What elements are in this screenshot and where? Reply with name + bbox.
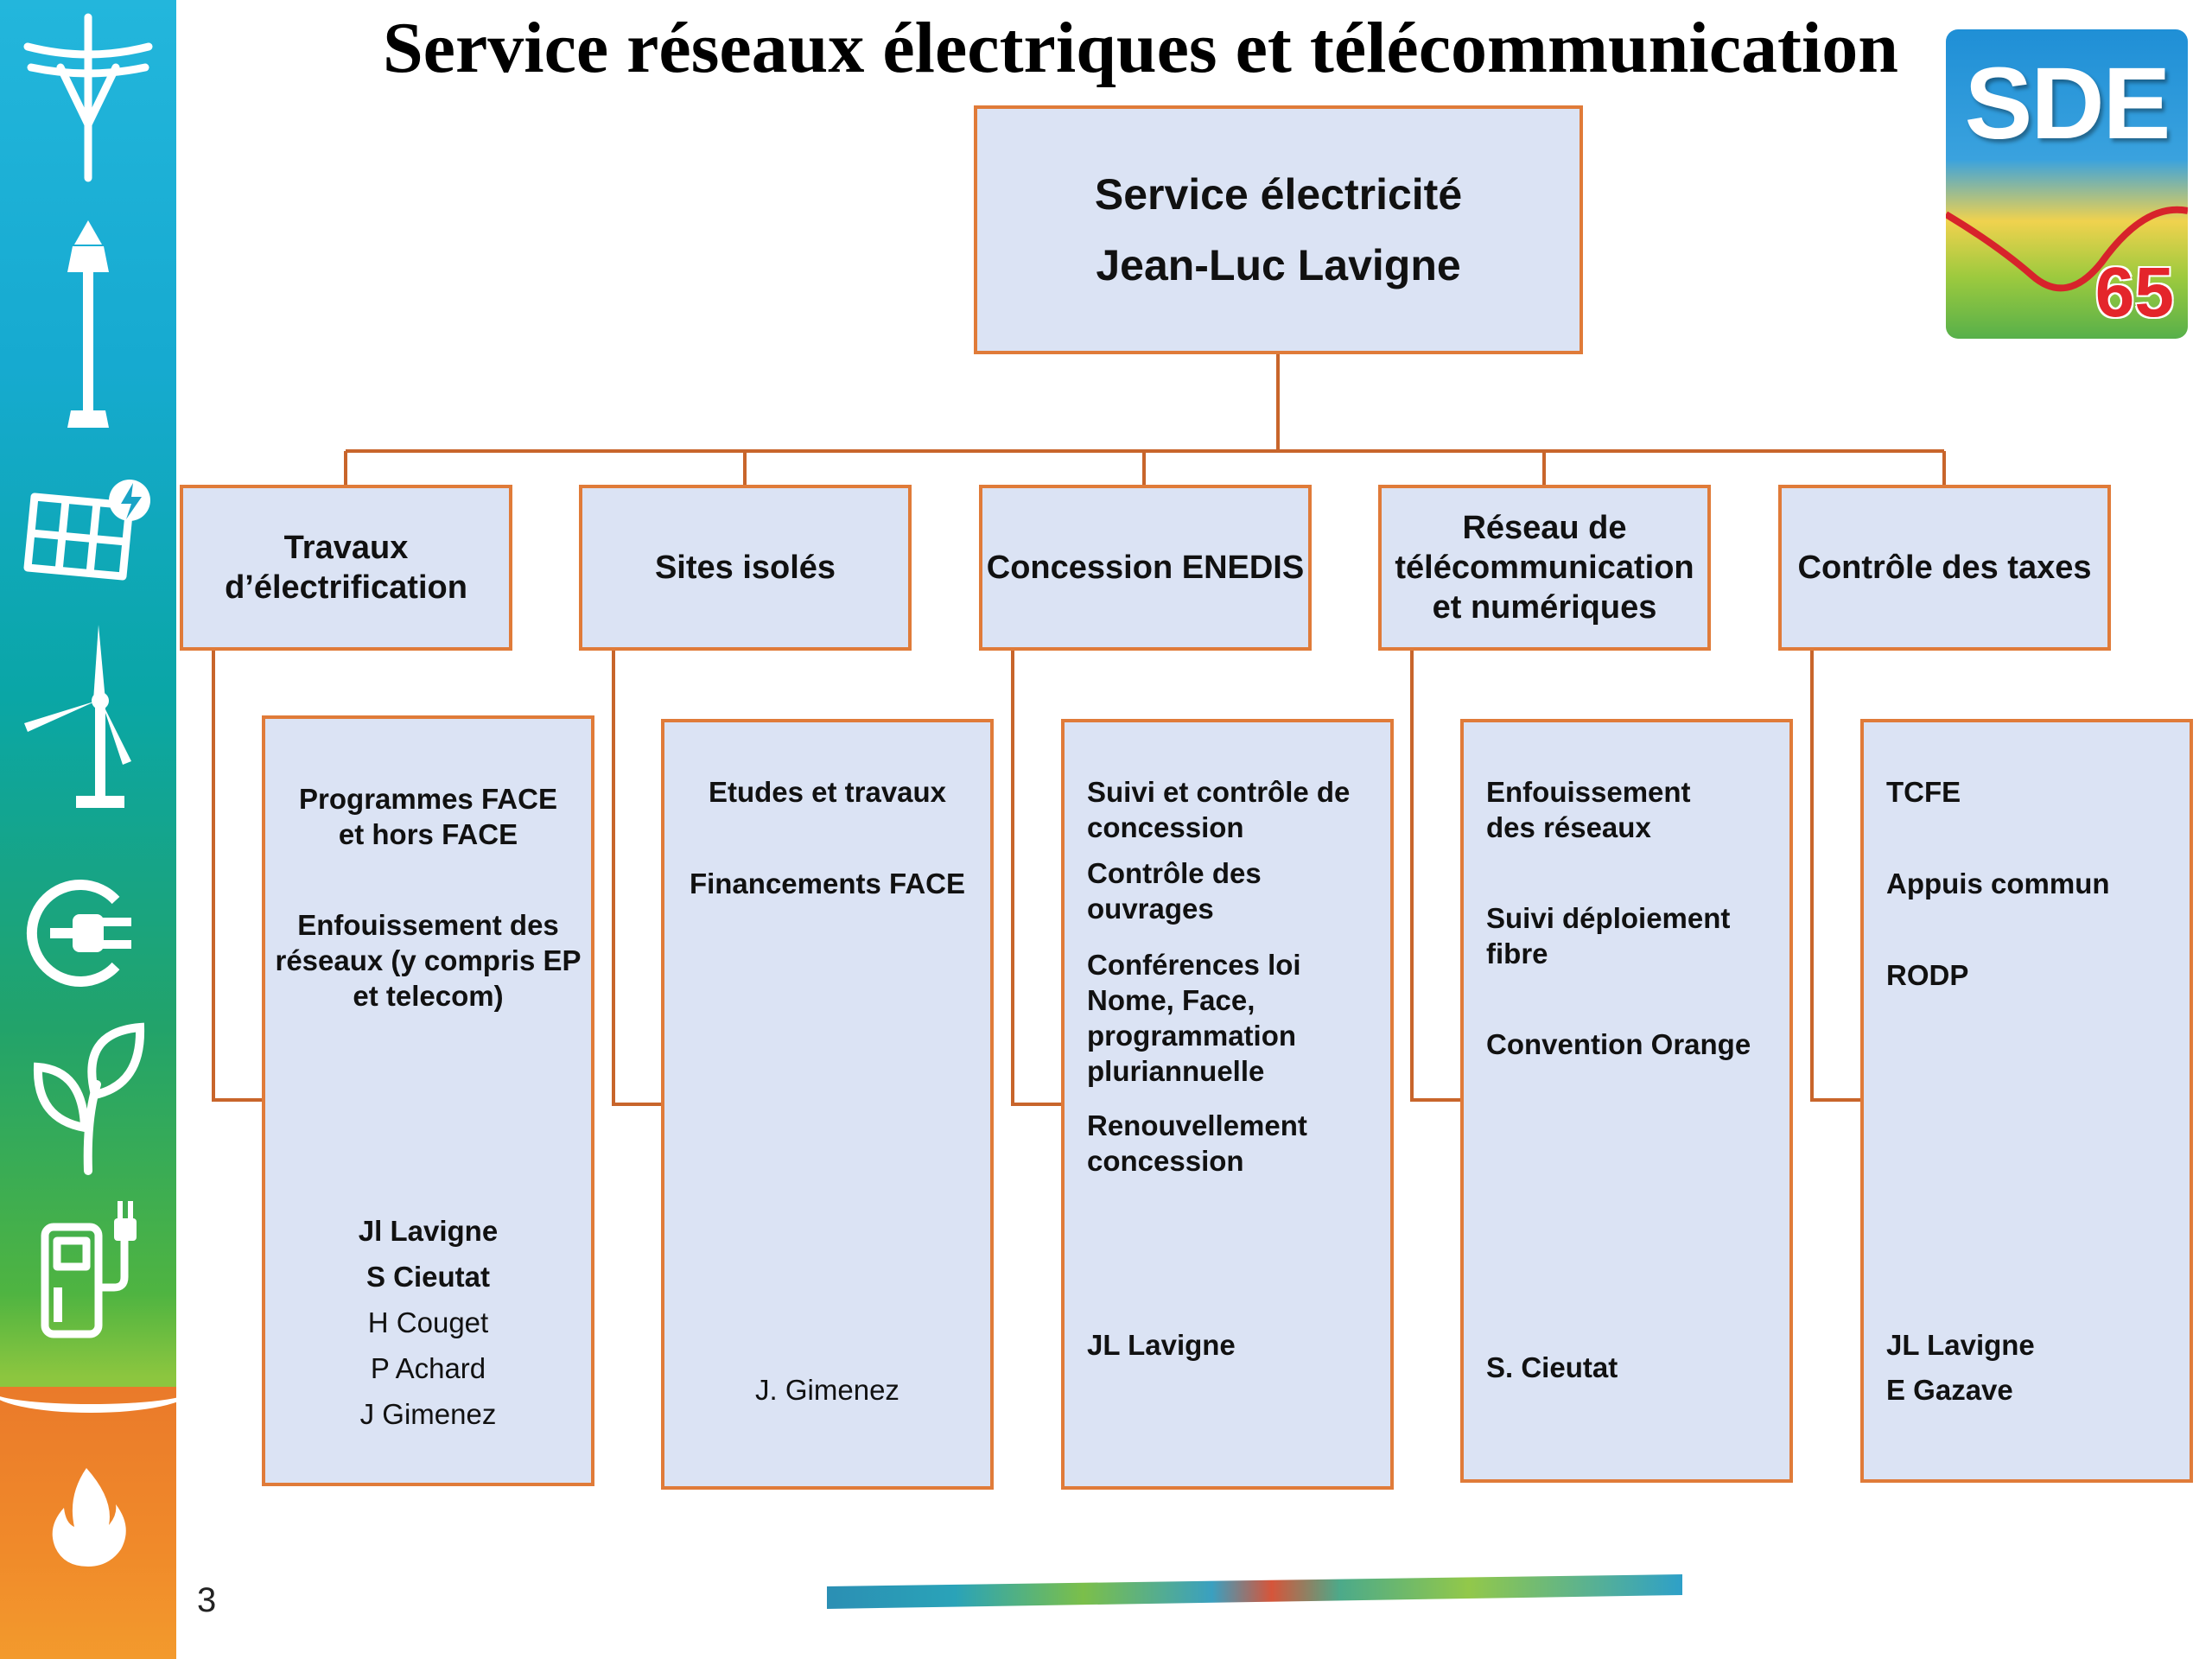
power-pole-icon bbox=[23, 13, 153, 182]
category-travaux-electrification: Travaux d’électrification bbox=[180, 485, 512, 651]
detail-person: JL Lavigne bbox=[1886, 1329, 2035, 1361]
left-sidebar bbox=[0, 0, 190, 1659]
category-controle-taxes: Contrôle des taxes bbox=[1778, 485, 2111, 651]
detail-item: Convention Orange bbox=[1486, 1028, 1751, 1060]
detail-person: Jl Lavigne bbox=[358, 1215, 499, 1247]
detail-item: Programmes FACE et hors FACE bbox=[299, 783, 557, 850]
sde65-logo: SDE 65 bbox=[1946, 29, 2188, 339]
sidebar-wave-divider bbox=[0, 1370, 190, 1413]
head-title: Service électricité bbox=[1094, 170, 1463, 219]
detail-person: H Couget bbox=[367, 1306, 489, 1338]
details-concession-enedis: Suivi et contrôle de concession Contrôle… bbox=[1061, 719, 1394, 1490]
detail-item: Renouvellement concession bbox=[1087, 1109, 1307, 1177]
logo-curve bbox=[1946, 206, 2188, 292]
head-manager: Jean-Luc Lavigne bbox=[1096, 241, 1461, 289]
category-label: et numériques bbox=[1432, 589, 1657, 626]
detail-person: JL Lavigne bbox=[1087, 1329, 1236, 1361]
wind-turbine-icon bbox=[24, 625, 131, 808]
detail-person: J. Gimenez bbox=[755, 1374, 899, 1406]
category-label: Réseau de bbox=[1462, 510, 1627, 546]
category-label: Concession ENEDIS bbox=[986, 550, 1305, 586]
detail-item: Contrôle des ouvrages bbox=[1087, 857, 1262, 925]
detail-item: Enfouissement des réseaux (y compris EP … bbox=[275, 909, 582, 1012]
leaves-icon bbox=[33, 1022, 145, 1175]
category-label: télécommunication bbox=[1395, 550, 1694, 586]
street-lamp-icon bbox=[67, 220, 109, 428]
category-concession-enedis: Concession ENEDIS bbox=[979, 485, 1312, 651]
detail-item: Etudes et travaux bbox=[708, 776, 947, 808]
detail-item: Conférences loi Nome, Face, programmatio… bbox=[1087, 949, 1301, 1087]
details-controle-taxes: TCFE Appuis commun RODP JL Lavigne E Gaz… bbox=[1860, 719, 2193, 1483]
detail-item: RODP bbox=[1886, 959, 1969, 991]
slide-number: 3 bbox=[197, 1581, 217, 1619]
details-travaux-electrification: Programmes FACE et hors FACE Enfouisseme… bbox=[262, 715, 594, 1486]
electric-plug-icon bbox=[26, 880, 131, 987]
detail-person: S. Cieutat bbox=[1486, 1351, 1618, 1383]
page-title: Service réseaux électriques et télécommu… bbox=[382, 8, 1899, 88]
detail-item: Enfouissement des réseaux bbox=[1486, 776, 1691, 843]
detail-item: Appuis commun bbox=[1886, 868, 2110, 899]
service-electricite-box: Service électricité Jean-Luc Lavigne bbox=[974, 105, 1583, 354]
category-label: Travaux bbox=[283, 530, 409, 566]
detail-item: Suivi et contrôle de concession bbox=[1087, 776, 1351, 843]
solar-panel-icon bbox=[23, 480, 150, 581]
detail-person: J Gimenez bbox=[359, 1398, 497, 1430]
details-sites-isoles: Etudes et travaux Financements FACE J. G… bbox=[661, 719, 994, 1490]
detail-item: TCFE bbox=[1886, 776, 1961, 808]
category-label: Sites isolés bbox=[654, 550, 836, 586]
category-label: Contrôle des taxes bbox=[1797, 550, 2092, 586]
category-sites-isoles: Sites isolés bbox=[579, 485, 912, 651]
category-label: d’électrification bbox=[225, 569, 467, 606]
details-reseau-telecom: Enfouissement des réseaux Suivi déploiem… bbox=[1460, 719, 1793, 1483]
logo-text: SDE bbox=[1964, 47, 2171, 161]
detail-person: P Achard bbox=[370, 1352, 486, 1384]
category-reseau-telecom: Réseau de télécommunication et numérique… bbox=[1378, 485, 1711, 651]
detail-person: E Gazave bbox=[1886, 1374, 2013, 1406]
logo-number: 65 bbox=[2094, 253, 2174, 332]
detail-item: Financements FACE bbox=[689, 868, 966, 899]
flame-icon bbox=[52, 1468, 126, 1567]
detail-item: Suivi déploiement fibre bbox=[1486, 902, 1731, 969]
ev-charging-icon bbox=[41, 1201, 137, 1338]
detail-person: S Cieutat bbox=[365, 1261, 491, 1293]
